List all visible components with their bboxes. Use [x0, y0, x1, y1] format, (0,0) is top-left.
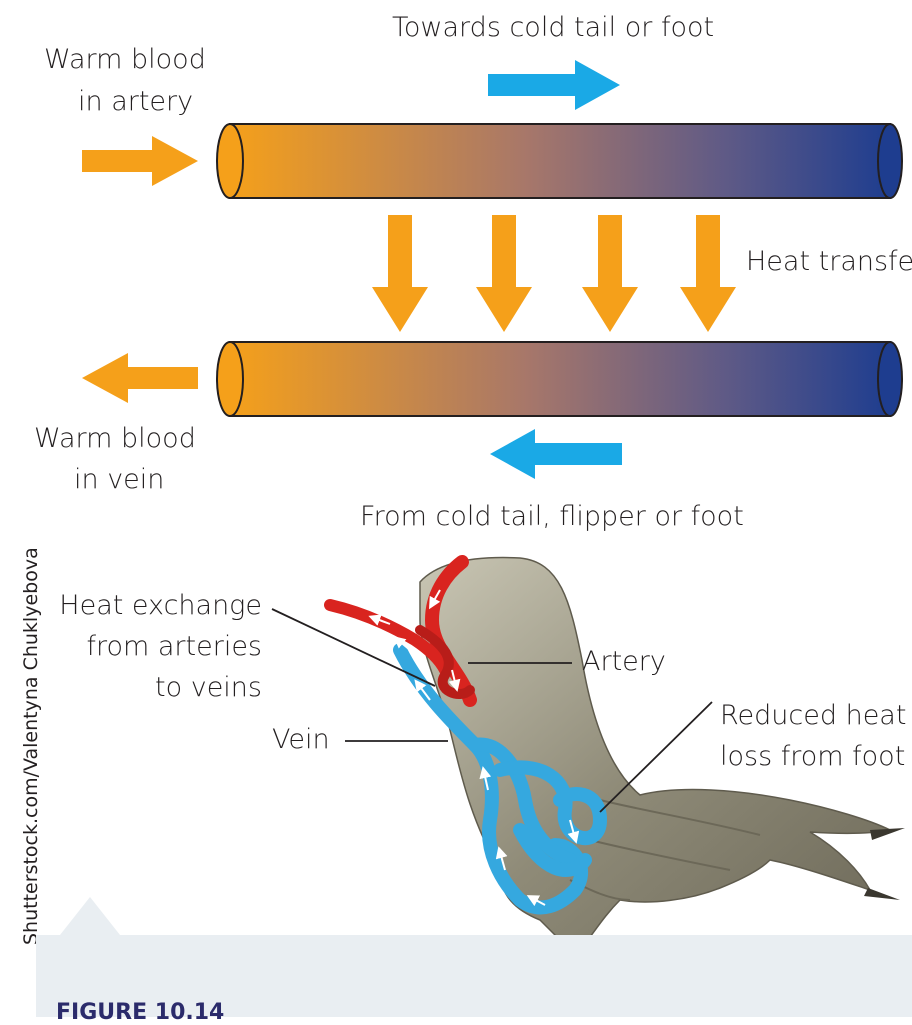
vein-vessel: [393, 643, 608, 915]
leader-lines: [271, 608, 713, 813]
heat-exchange-label-line1: Heat exchange: [59, 590, 262, 621]
towards-cold-label: Towards cold tail or foot: [392, 12, 715, 43]
caption-bar: [36, 935, 912, 1017]
warm-vein-arrow: [82, 353, 198, 403]
image-credit: Shutterstock.com/Valentyna Chuklyebova: [20, 547, 42, 945]
towards-cold-arrow: [488, 60, 620, 110]
artery-flow-arrows: [368, 589, 461, 692]
figure-caption: FIGURE 10.14: [56, 1000, 225, 1025]
warm-artery-arrow: [82, 136, 198, 186]
heat-exchange-label-line3: to veins: [155, 672, 262, 703]
vein-label: Vein: [272, 724, 330, 755]
heat-transfer-arrows: [372, 215, 736, 332]
artery-tube: [216, 123, 903, 199]
from-cold-arrow: [490, 429, 622, 479]
warm-vein-label-line1: Warm blood: [34, 423, 196, 454]
caption-notch: [60, 897, 120, 935]
warm-artery-label-line2: in artery: [78, 86, 194, 117]
artery-label: Artery: [582, 646, 666, 677]
reduced-heat-label-line2: loss from foot: [720, 741, 906, 772]
from-cold-label: From cold tail, flipper or foot: [360, 501, 744, 532]
warm-artery-label-line1: Warm blood: [44, 44, 206, 75]
artery-vessel: [324, 555, 477, 707]
warm-vein-label-line2: in vein: [74, 464, 165, 495]
heat-transfer-label: Heat transfer: [746, 246, 912, 277]
vein-flow-arrows: [414, 679, 580, 907]
heat-exchange-label-line2: from arteries: [86, 631, 262, 662]
vein-tube: [216, 341, 903, 417]
reduced-heat-label-line1: Reduced heat: [720, 700, 907, 731]
